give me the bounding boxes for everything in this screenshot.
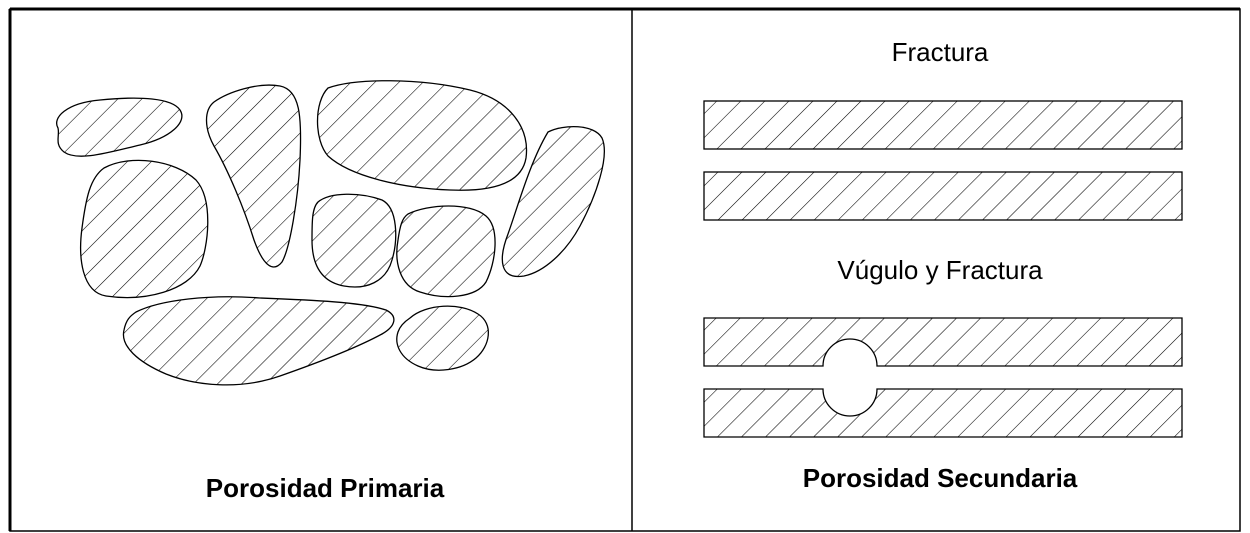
vug-bar-upper <box>704 318 1182 366</box>
fracture-label: Fractura <box>700 37 1180 68</box>
grain-6 <box>397 206 495 297</box>
fracture-bar-lower <box>704 172 1182 220</box>
secondary-porosity-caption: Porosidad Secundaria <box>700 463 1180 494</box>
grain-5 <box>312 194 396 287</box>
grain-2 <box>81 160 208 297</box>
primary-porosity-caption: Porosidad Primaria <box>60 473 590 504</box>
vug-fracture-label: Vúgulo y Fractura <box>700 255 1180 286</box>
vug-bar-lower <box>704 389 1182 437</box>
fracture-bar-upper <box>704 101 1182 149</box>
